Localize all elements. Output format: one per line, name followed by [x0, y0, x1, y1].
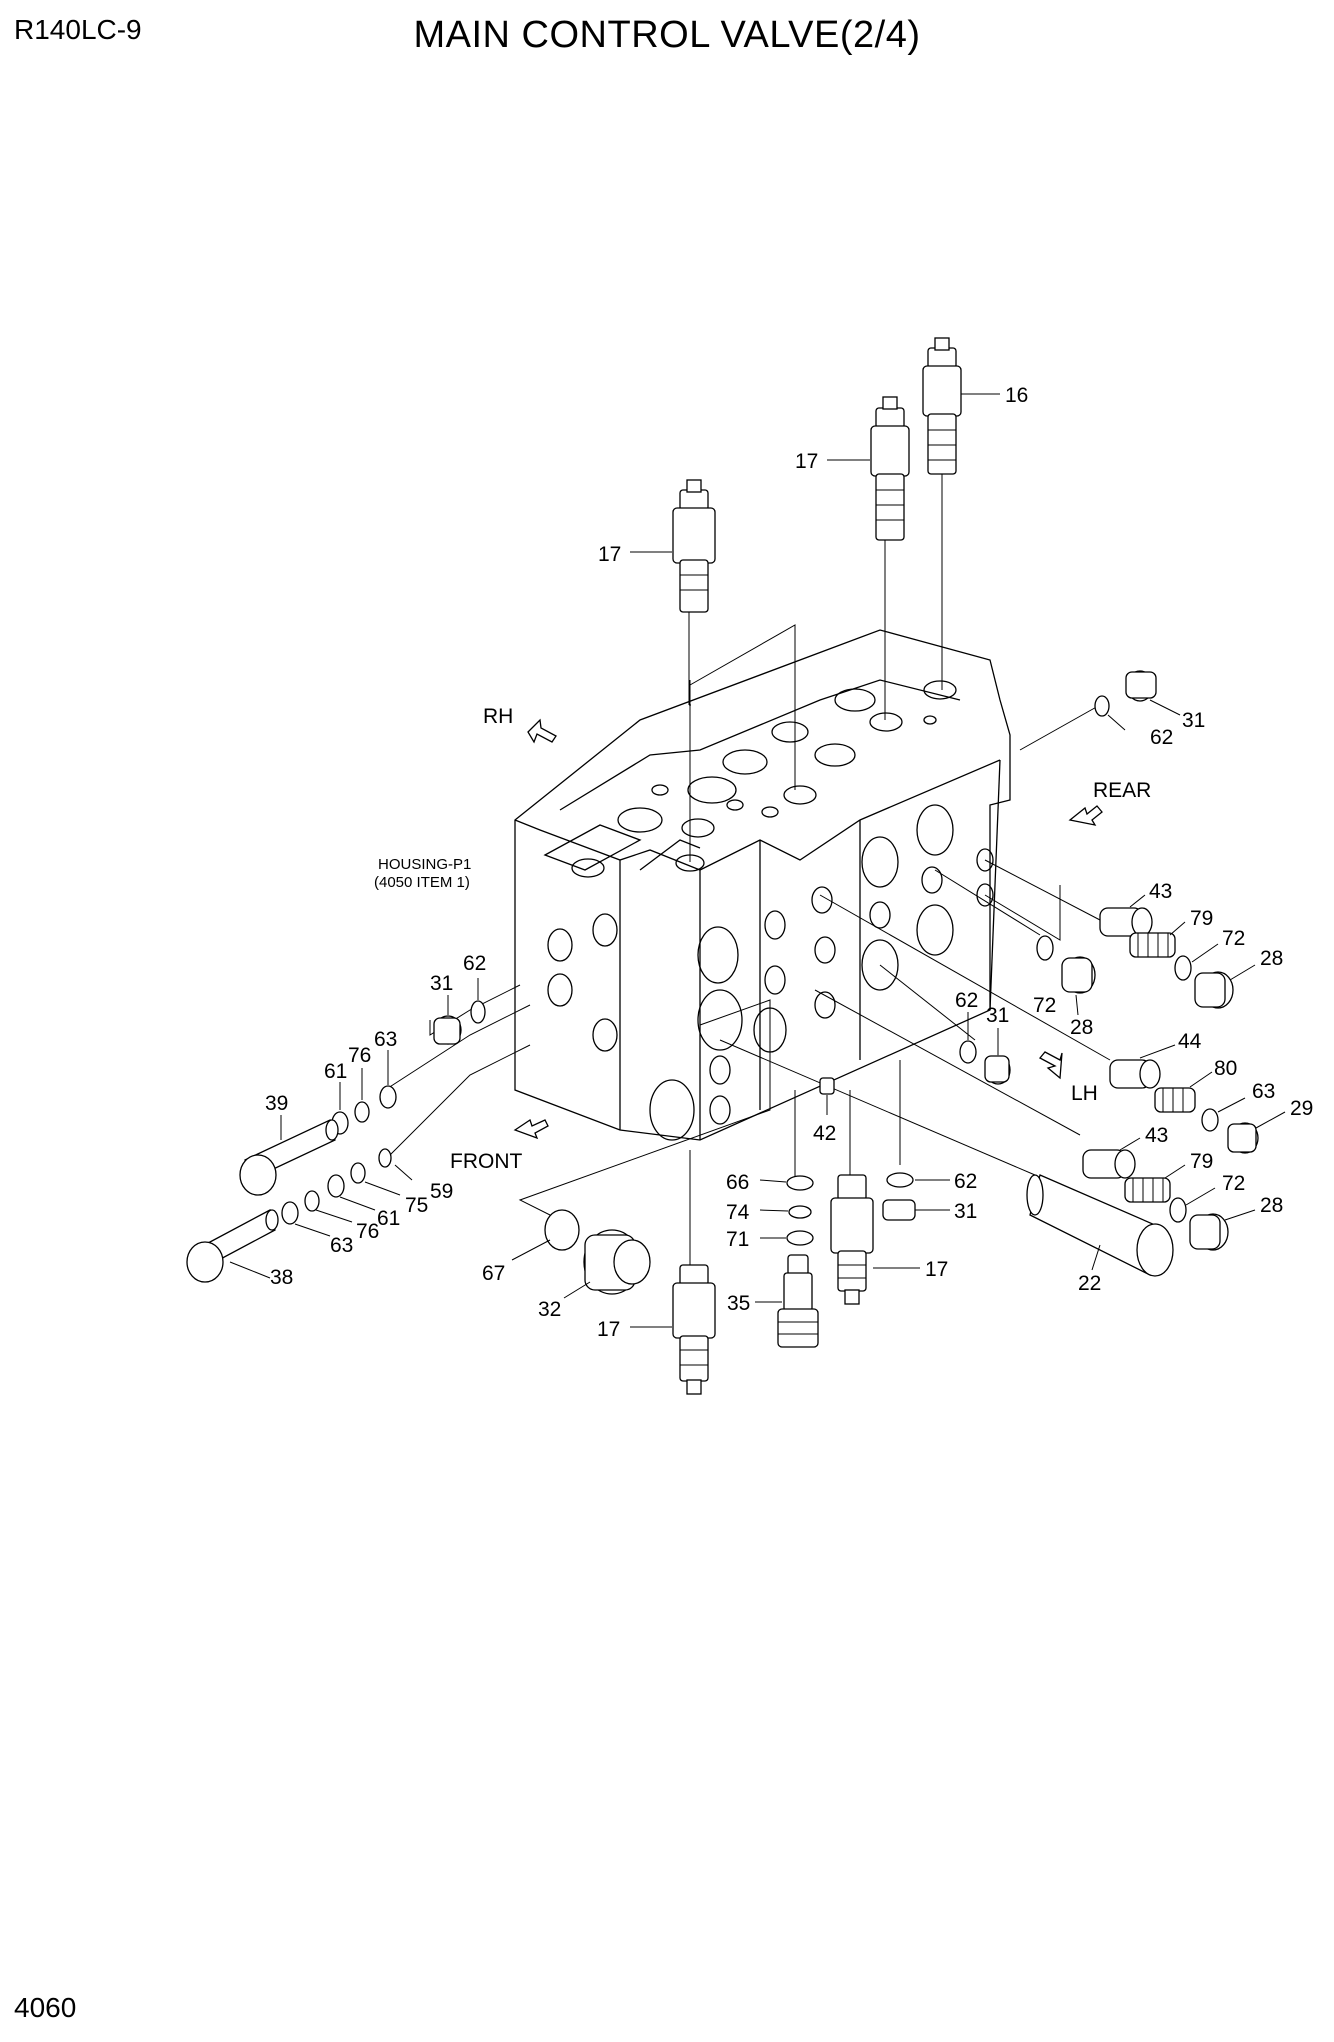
housing-label-line2: (4050 ITEM 1) [374, 874, 470, 891]
lh-label: LH [1071, 1082, 1098, 1105]
callout-67: 67 [482, 1262, 505, 1285]
callout-44: 44 [1178, 1030, 1202, 1053]
callout-62-lh: 62 [955, 989, 978, 1012]
callout-38: 38 [270, 1266, 293, 1289]
housing-label-line1: HOUSING-P1 [378, 856, 471, 873]
callout-43-lower: 43 [1145, 1124, 1168, 1147]
callout-80: 80 [1214, 1057, 1237, 1080]
relief-cartridge-16 [922, 337, 962, 475]
callout-79-lower: 79 [1190, 1150, 1213, 1173]
relief-cartridge-17-bottom-left [672, 1264, 716, 1395]
front-arrow-icon [513, 1118, 549, 1140]
page-number: 4060 [14, 1992, 77, 2023]
rh-arrow-icon [527, 718, 557, 744]
rear-arrow-icon [1068, 805, 1103, 826]
callout-61-lower: 61 [377, 1207, 400, 1230]
callout-76-lower: 76 [356, 1220, 379, 1243]
callout-16: 16 [1005, 384, 1028, 407]
lh-arrow-icon [1038, 1051, 1063, 1080]
callout-63-right: 63 [1252, 1080, 1275, 1103]
callout-28-upper-right: 28 [1260, 947, 1283, 970]
callout-17-bottom-right: 17 [925, 1258, 948, 1281]
rh-label: RH [483, 705, 513, 728]
callout-76-upper: 76 [348, 1044, 371, 1067]
callout-17-bottom-left: 17 [597, 1318, 620, 1341]
small-parts [186, 670, 1259, 1295]
callout-28-middle: 28 [1070, 1016, 1093, 1039]
leader-lines [384, 470, 1111, 1265]
callout-31-bottom: 31 [954, 1200, 977, 1223]
callout-63-upper-left: 63 [374, 1028, 397, 1051]
rear-label: REAR [1093, 779, 1151, 802]
callout-72-upper-right: 72 [1222, 927, 1245, 950]
callout-31-left: 31 [430, 972, 453, 995]
valve-housing [514, 629, 1011, 1141]
callout-74: 74 [726, 1201, 750, 1224]
callout-62-left: 62 [463, 952, 486, 975]
callout-62-top: 62 [1150, 726, 1173, 749]
part-callouts: 16 17 17 31 62 43 79 72 28 72 28 62 31 4… [229, 384, 1313, 1341]
callout-75: 75 [405, 1194, 428, 1217]
callout-61-upper: 61 [324, 1060, 347, 1083]
relief-cartridge-17-top-left [672, 479, 716, 613]
callout-28-lower: 28 [1260, 1194, 1283, 1217]
callout-72-lower: 72 [1222, 1172, 1245, 1195]
direction-labels: RH REAR LH FRONT HOUSING-P1 (4050 ITEM 1… [374, 705, 1151, 1173]
callout-22: 22 [1078, 1272, 1101, 1295]
callout-32: 32 [538, 1298, 561, 1321]
callout-17-top-right: 17 [795, 450, 818, 473]
callout-62-bottom: 62 [954, 1170, 977, 1193]
callout-29: 29 [1290, 1097, 1313, 1120]
callout-72-middle: 72 [1033, 994, 1056, 1017]
callout-66: 66 [726, 1171, 749, 1194]
relief-cartridge-17-bottom-right [830, 1174, 874, 1305]
callout-35: 35 [727, 1292, 750, 1315]
callout-31-lh: 31 [986, 1004, 1009, 1027]
model-code: R140LC-9 [14, 14, 142, 45]
page-title: MAIN CONTROL VALVE(2/4) [413, 14, 921, 56]
callout-17-top-left: 17 [598, 543, 621, 566]
valve-35 [777, 1254, 819, 1348]
callout-43-upper: 43 [1149, 880, 1172, 903]
callout-71: 71 [726, 1228, 749, 1251]
callout-59: 59 [430, 1180, 453, 1203]
callout-39: 39 [265, 1092, 288, 1115]
front-label: FRONT [450, 1150, 522, 1173]
direction-arrows [513, 718, 1103, 1140]
callout-63-lower-left: 63 [330, 1234, 353, 1257]
callout-42: 42 [813, 1122, 836, 1145]
callout-79-upper: 79 [1190, 907, 1213, 930]
relief-cartridge-17-top-right [870, 396, 910, 541]
callout-31-top: 31 [1182, 709, 1205, 732]
